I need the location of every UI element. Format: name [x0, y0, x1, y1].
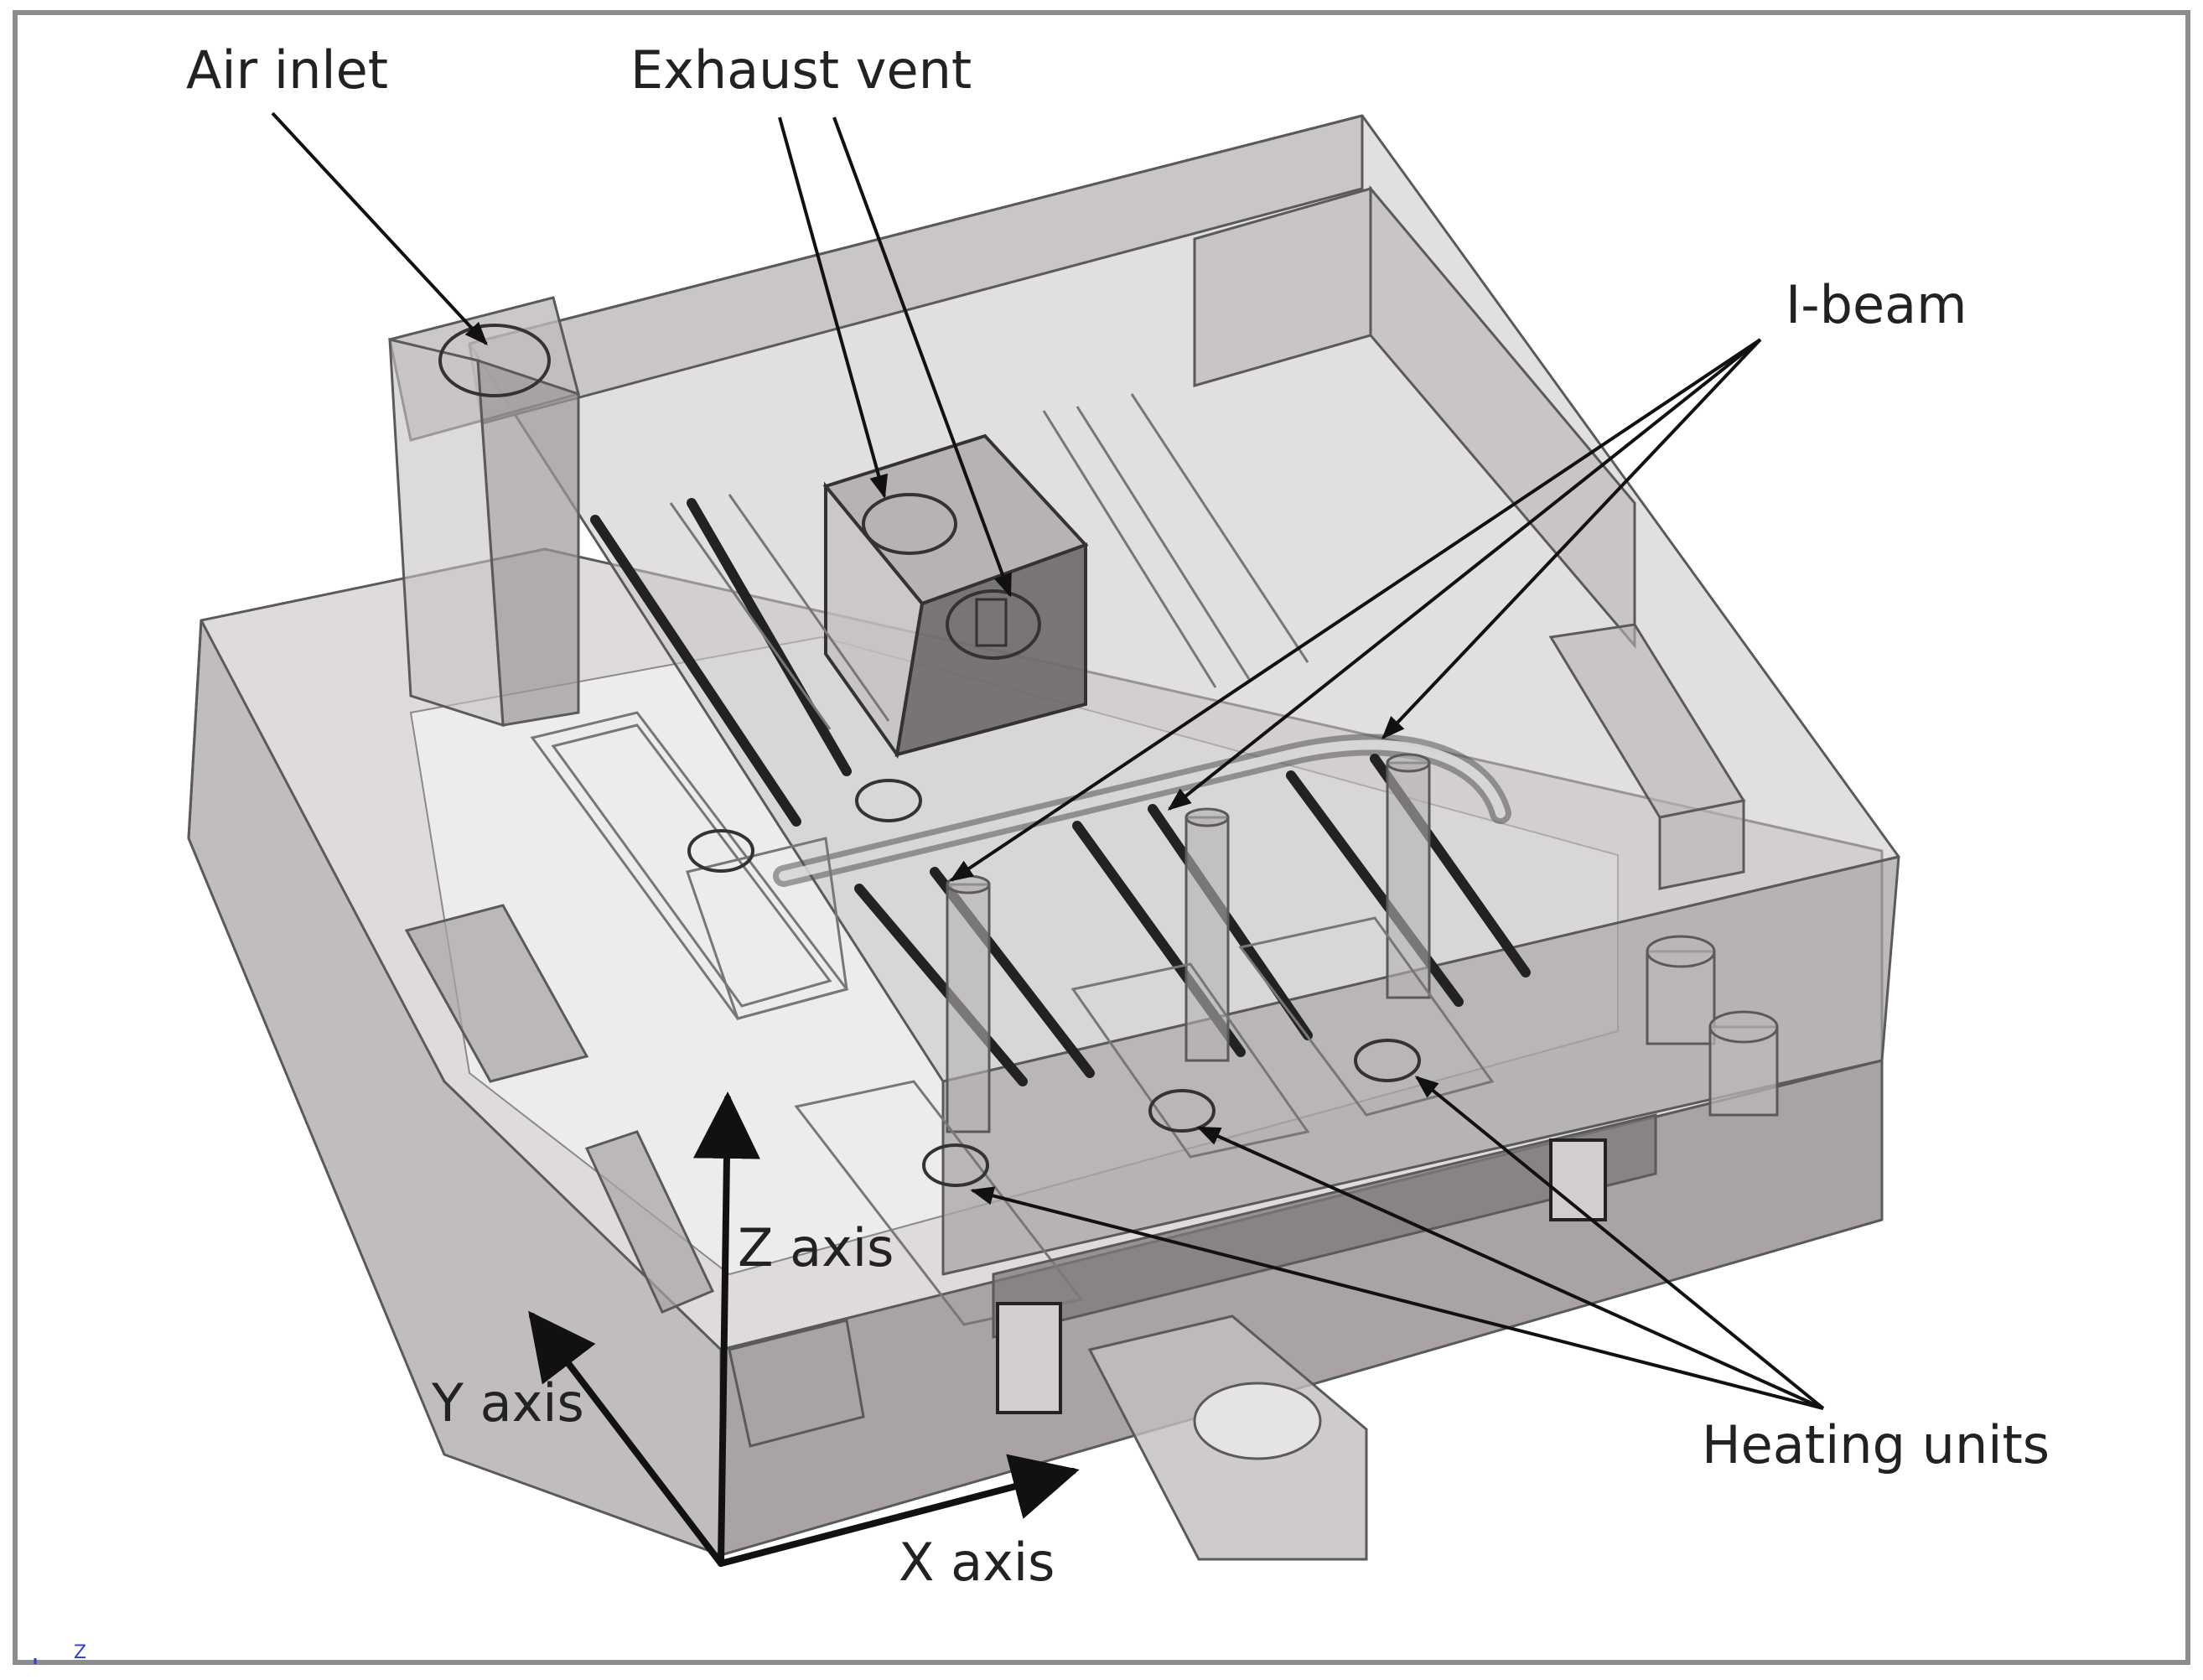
air-inlet-duct: [388, 296, 580, 728]
label-z-axis: Z axis: [738, 1217, 894, 1278]
heater-trays: [530, 711, 1495, 1326]
support-columns: [946, 753, 1431, 1133]
right-cabinet: [1193, 184, 1746, 890]
leader-lines: [271, 111, 1825, 1410]
exhaust-vent-duct: [822, 433, 1089, 760]
svg-text:Z: Z: [74, 1642, 86, 1663]
label-x-axis: X axis: [899, 1532, 1055, 1593]
y-axis-arrow: [528, 1310, 724, 1567]
right-cylinders: [1646, 935, 1779, 1117]
label-y-axis: Y axis: [431, 1372, 584, 1434]
z-axis-arrow: [692, 1091, 760, 1567]
side-boxes: [404, 904, 865, 1448]
heating-unit-rings: [687, 779, 1421, 1187]
bottom-duct: [992, 1113, 1657, 1561]
axis-arrows: [528, 1091, 1080, 1567]
label-heating-units: Heating units: [1702, 1414, 2050, 1475]
x-axis-arrow: [718, 1454, 1080, 1567]
corner-axis-indicator: Z: [34, 1642, 86, 1664]
label-exhaust-vent: Exhaust vent: [630, 39, 972, 101]
figure-frame: [13, 10, 2190, 1665]
label-i-beam: I-beam: [1786, 274, 1967, 335]
label-air-inlet: Air inlet: [186, 39, 388, 101]
